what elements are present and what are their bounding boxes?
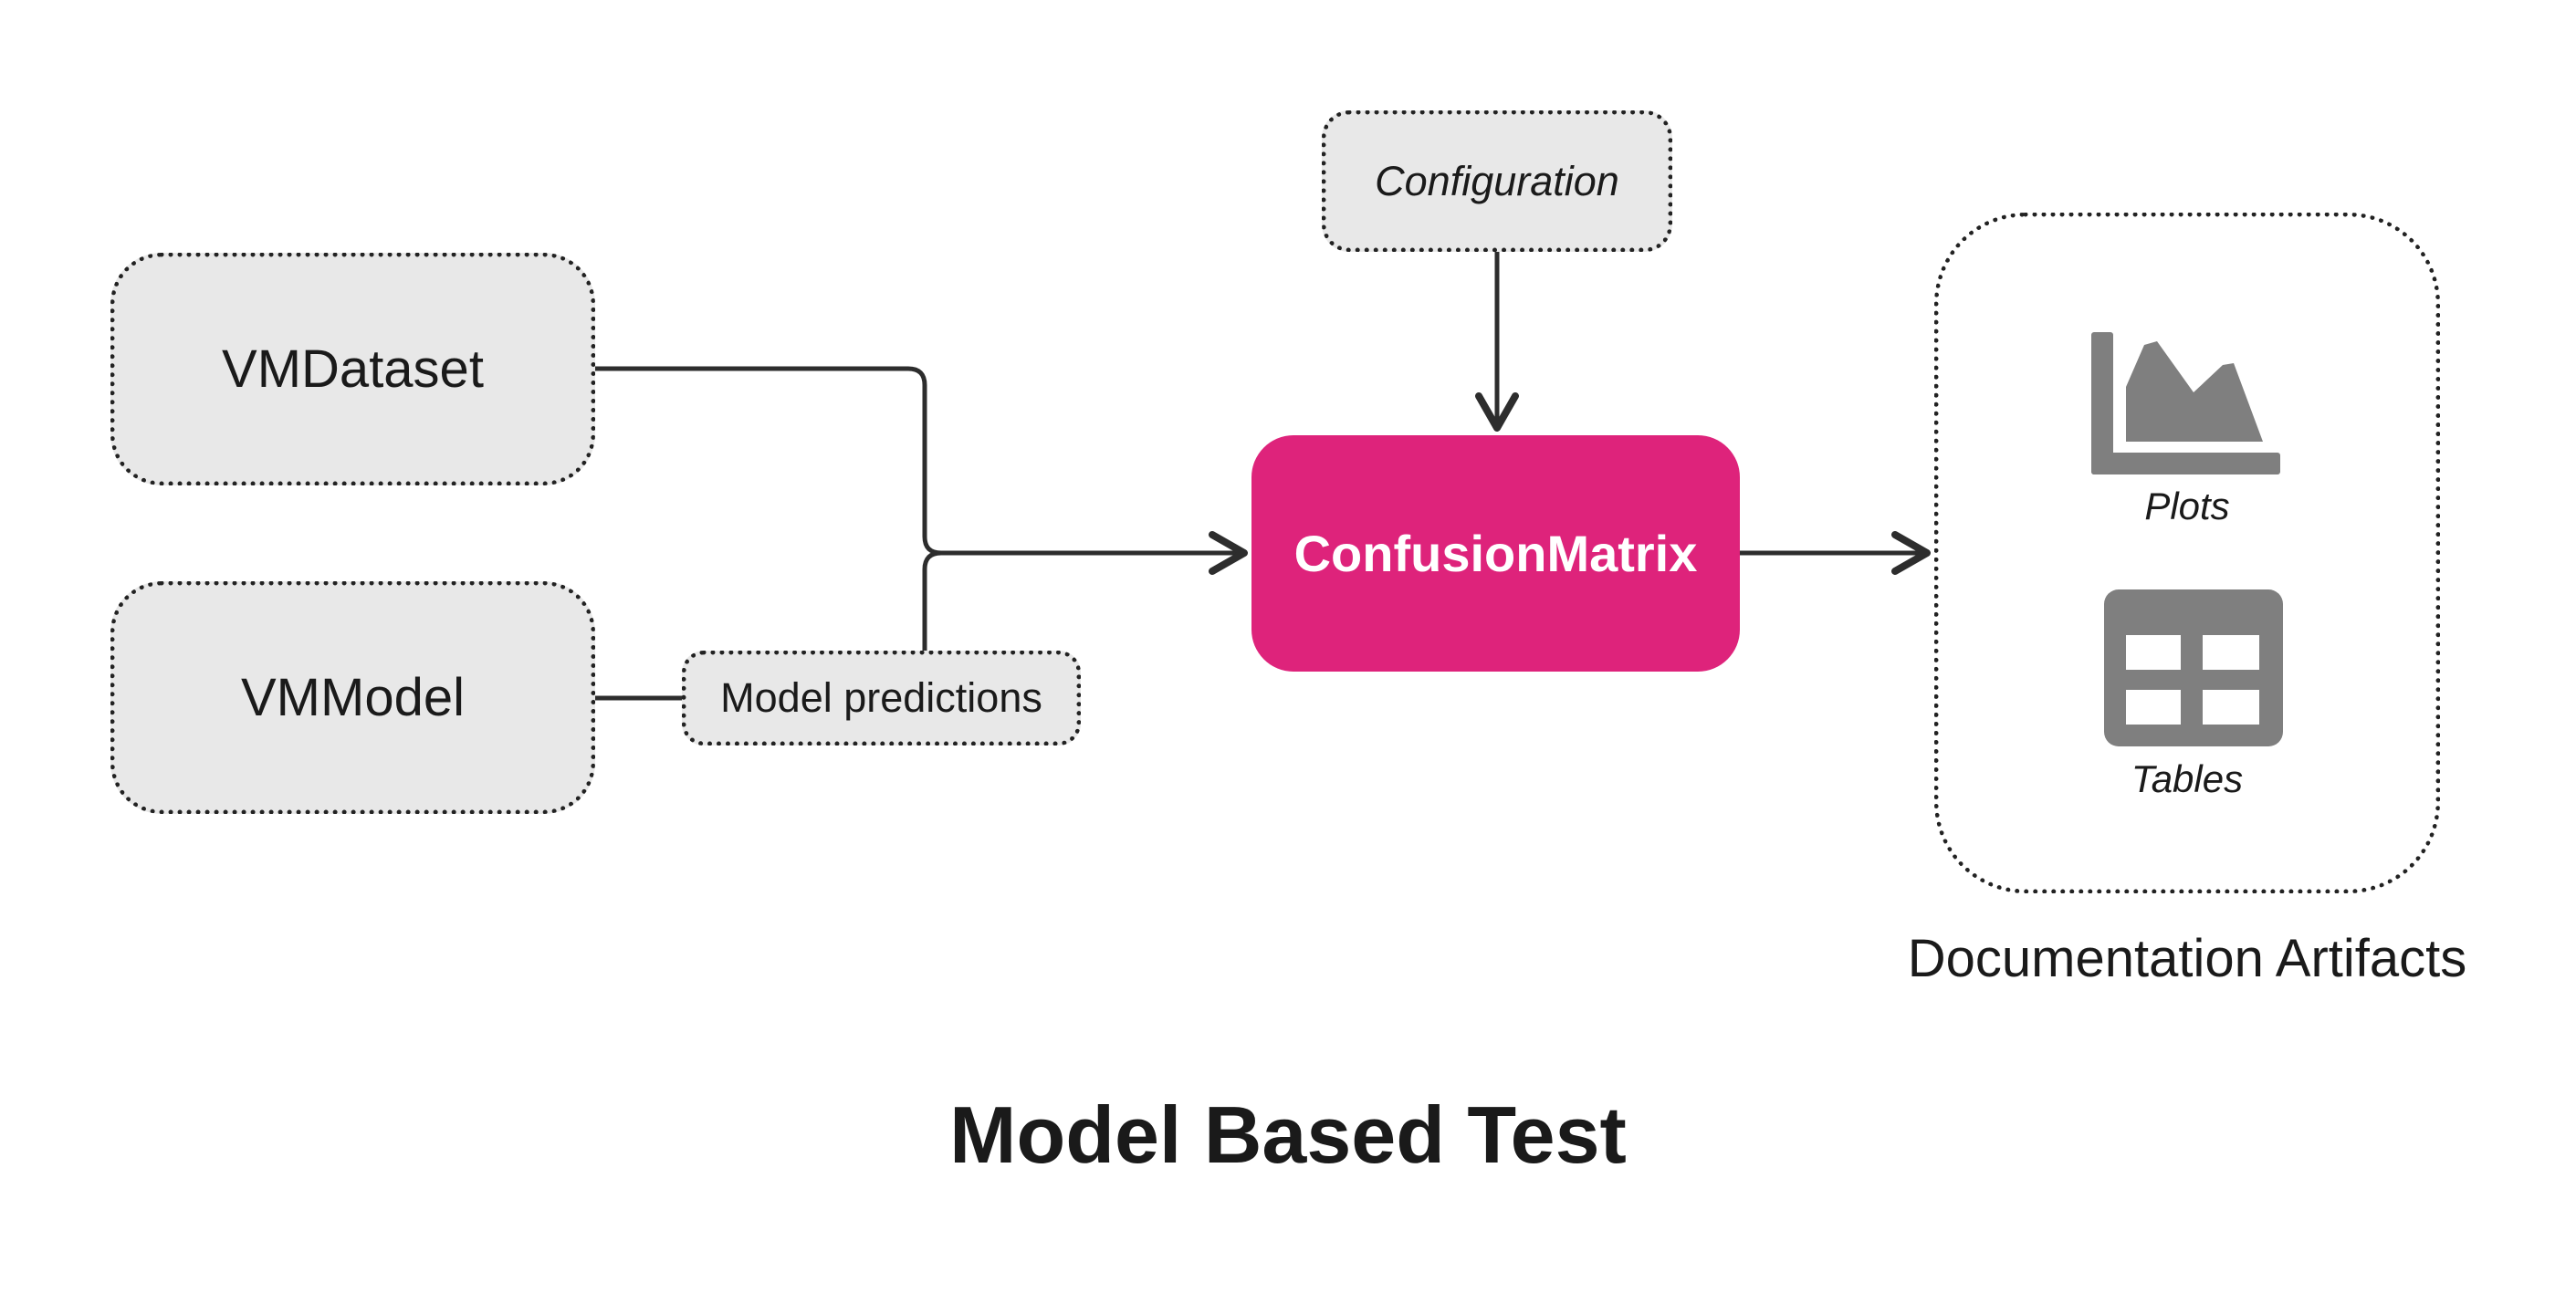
- edge-vmdataset-to-confusionmatrix: [595, 366, 1248, 575]
- area-chart-icon: [2091, 332, 2280, 474]
- documentation-artifacts-panel: [1934, 213, 2440, 893]
- model-predictions-node: Model predictions: [682, 651, 1081, 746]
- configuration-node: Configuration: [1322, 110, 1672, 252]
- edge-predictions-to-confusionmatrix: [922, 550, 942, 651]
- diagram-title: Model Based Test: [949, 1090, 1627, 1180]
- vmmodel-node: VMModel: [110, 581, 595, 814]
- documentation-artifacts-title: Documentation Artifacts: [1907, 929, 2467, 988]
- tables-label: Tables: [2131, 757, 2244, 800]
- confusion-matrix-node: ConfusionMatrix: [1251, 435, 1740, 672]
- table-icon: [2104, 589, 2283, 746]
- plots-label: Plots: [2144, 485, 2230, 527]
- vmdataset-node: VMDataset: [110, 253, 595, 485]
